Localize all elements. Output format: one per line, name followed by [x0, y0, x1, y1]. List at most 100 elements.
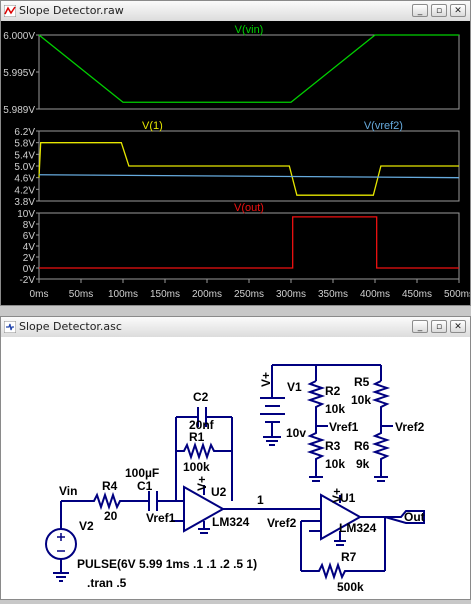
- x-tick-label: 50ms: [69, 289, 93, 300]
- r3-resistor[interactable]: [306, 426, 326, 477]
- y-tick-label: -2V: [19, 275, 35, 286]
- u2-part: LM324: [212, 515, 250, 529]
- minimize-button[interactable]: _: [412, 4, 428, 17]
- r7-name: R7: [341, 550, 357, 564]
- r2-resistor[interactable]: [306, 380, 326, 426]
- u2-vplus-label: V+: [195, 476, 209, 491]
- waveform-titlebar[interactable]: Slope Detector.raw _ ▫ ✕: [1, 1, 470, 22]
- r2-name: R2: [325, 384, 341, 398]
- y-tick-label: 5.0V: [14, 162, 35, 173]
- plot-pane-frame: [38, 212, 460, 280]
- series-line-vout: [39, 216, 459, 269]
- waveform-window: Slope Detector.raw _ ▫ ✕ 6.000V 5.995V 5.9…: [0, 0, 471, 306]
- schematic-window-title: Slope Detector.asc: [19, 320, 122, 333]
- x-tick-label: 300ms: [276, 289, 306, 300]
- vref2-input-label: Vref2: [267, 516, 297, 530]
- r7-resistor[interactable]: [301, 561, 385, 581]
- waveform-plots[interactable]: 6.000V5.995V5.989VV(vin)6.2V5.8V5.4V5.0V…: [1, 21, 471, 305]
- v2-name: V2: [79, 519, 94, 533]
- close-button[interactable]: ✕: [450, 4, 466, 17]
- r4-name: R4: [102, 479, 118, 493]
- r5-resistor[interactable]: [371, 380, 391, 426]
- c1-value: 100µF: [125, 466, 159, 480]
- y-tick-label: 5.4V: [14, 150, 35, 161]
- r6-value: 9k: [356, 457, 370, 471]
- y-tick-label: 6.000V: [3, 31, 35, 42]
- y-tick-label: 0V: [23, 264, 36, 275]
- x-tick-label: 150ms: [150, 289, 180, 300]
- r5-value: 10k: [351, 393, 371, 407]
- waveform-app-icon: [4, 5, 16, 17]
- y-tick-label: 4V: [23, 242, 36, 253]
- y-tick-label: 5.995V: [3, 68, 35, 79]
- y-tick-label: 5.8V: [14, 139, 35, 150]
- r5-name: R5: [354, 375, 370, 389]
- x-tick-label: 250ms: [234, 289, 264, 300]
- u1-vplus-label: V+: [330, 488, 344, 503]
- vin-net-label: Vin: [59, 484, 77, 498]
- r2-value: 10k: [325, 402, 345, 416]
- schematic-app-icon: [4, 321, 16, 333]
- v1-value: 10v: [286, 426, 306, 440]
- r7-value: 500k: [337, 580, 364, 594]
- vref1-input-label: Vref1: [146, 511, 176, 525]
- r1-value: 100k: [183, 460, 210, 474]
- x-tick-label: 200ms: [192, 289, 222, 300]
- x-tick-label: 0ms: [30, 289, 49, 300]
- y-tick-label: 5.989V: [3, 105, 35, 116]
- r1-resistor[interactable]: [176, 441, 232, 461]
- x-tick-label: 450ms: [402, 289, 432, 300]
- schematic-titlebar[interactable]: Slope Detector.asc _ ▫ ✕: [1, 317, 470, 338]
- series-line-vvin: [38, 34, 459, 103]
- r6-name: R6: [354, 439, 370, 453]
- y-tick-label: 8V: [23, 220, 36, 231]
- r3-name: R3: [325, 439, 341, 453]
- series-line-v1: [38, 142, 459, 196]
- minimize-button[interactable]: _: [412, 320, 428, 333]
- c2-value: 20nf: [189, 418, 215, 432]
- tran-directive: .tran .5: [87, 576, 127, 590]
- y-tick-label: 3.8V: [14, 197, 35, 208]
- y-tick-label: 6V: [23, 231, 36, 242]
- series-label: V(vref2): [364, 120, 403, 132]
- v1-vplus-label: V+: [259, 372, 273, 387]
- v1-battery-symbol[interactable]: [260, 391, 285, 446]
- plot-pane-frame: [38, 34, 460, 110]
- v1-name: V1: [287, 380, 302, 394]
- u2-opamp[interactable]: [183, 485, 226, 533]
- pulse-directive: PULSE(6V 5.99 1ms .1 .1 .2 .5 1): [77, 557, 257, 571]
- r6-resistor[interactable]: [371, 426, 391, 477]
- x-tick-label: 500ms: [444, 289, 470, 300]
- v2-source-symbol[interactable]: [45, 501, 77, 582]
- u1-opamp[interactable]: [320, 493, 363, 541]
- r4-value: 20: [104, 509, 118, 523]
- schematic-canvas[interactable]: V+ V1 10v R2 10k R3 10k R5 10k R6 9k Vre…: [1, 337, 470, 599]
- y-tick-label: 4.6V: [14, 174, 35, 185]
- r1-name: R1: [189, 430, 205, 444]
- y-tick-label: 4.2V: [14, 185, 35, 196]
- u1-part: LM324: [339, 521, 377, 535]
- waveform-window-title: Slope Detector.raw: [19, 4, 124, 17]
- schematic-window: Slope Detector.asc _ ▫ ✕: [0, 316, 471, 600]
- net1-label: 1: [257, 493, 264, 507]
- series-label: V(out): [234, 202, 264, 214]
- y-tick-label: 6.2V: [14, 127, 35, 138]
- y-tick-label: 2V: [23, 253, 36, 264]
- y-tick-label: 10V: [17, 209, 35, 220]
- r3-value: 10k: [325, 457, 345, 471]
- vref2-net-label: Vref2: [395, 420, 425, 434]
- close-button[interactable]: ✕: [450, 320, 466, 333]
- u1-name: U1: [340, 491, 356, 505]
- x-tick-label: 100ms: [108, 289, 138, 300]
- series-line-vvref2: [38, 174, 460, 179]
- schematic-diagram[interactable]: V+ V1 10v R2 10k R3 10k R5 10k R6 9k Vre…: [1, 337, 470, 599]
- vref1-net-label: Vref1: [329, 420, 359, 434]
- restore-button[interactable]: ▫: [431, 4, 447, 17]
- c1-name: C1: [137, 479, 153, 493]
- c2-capacitor[interactable]: [197, 407, 207, 427]
- x-tick-label: 400ms: [360, 289, 390, 300]
- restore-button[interactable]: ▫: [431, 320, 447, 333]
- u2-name: U2: [211, 485, 227, 499]
- out-flag[interactable]: [384, 510, 425, 524]
